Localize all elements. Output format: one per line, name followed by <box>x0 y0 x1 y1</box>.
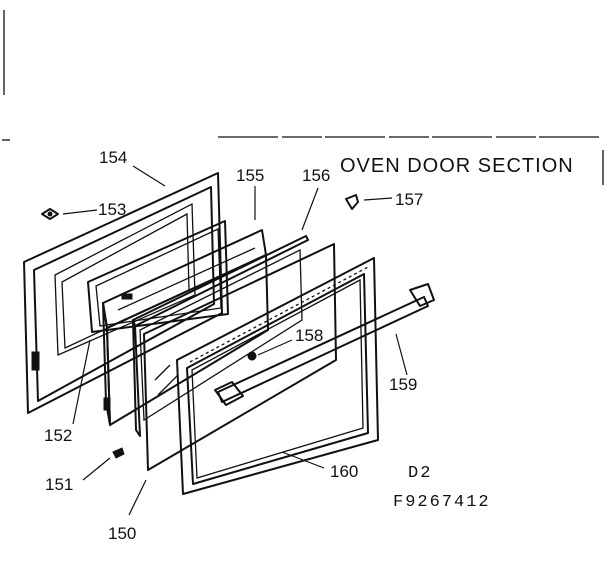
section-title: OVEN DOOR SECTION <box>340 155 574 177</box>
callout-151: 151 <box>45 475 73 494</box>
part-156-glass-frame <box>132 235 309 437</box>
part-159-handle <box>214 283 435 406</box>
callout-150: 150 <box>108 524 136 543</box>
callout-155: 155 <box>236 166 264 185</box>
callout-160: 160 <box>330 462 358 481</box>
diagram-code: D2 <box>408 464 432 483</box>
part-157-screw <box>345 194 359 210</box>
part-150-window-glass <box>143 243 337 471</box>
callout-153: 153 <box>98 200 126 219</box>
part-151-screw <box>112 447 125 459</box>
part-160-outer-door-panel <box>176 257 379 495</box>
leader-lines <box>62 165 408 516</box>
callout-158: 158 <box>295 326 323 345</box>
callout-154: 154 <box>99 148 127 167</box>
callout-152: 152 <box>44 426 72 445</box>
drawing-number: F9267412 <box>393 493 491 512</box>
scan-edge-marks <box>2 10 604 185</box>
callout-157: 157 <box>395 190 423 209</box>
part-152-panel <box>87 220 229 333</box>
callout-159: 159 <box>389 375 417 394</box>
part-158-screw <box>247 351 257 361</box>
part-154-inner-door-frame <box>23 172 223 414</box>
part-153-clip <box>41 208 59 220</box>
callout-156: 156 <box>302 166 330 185</box>
